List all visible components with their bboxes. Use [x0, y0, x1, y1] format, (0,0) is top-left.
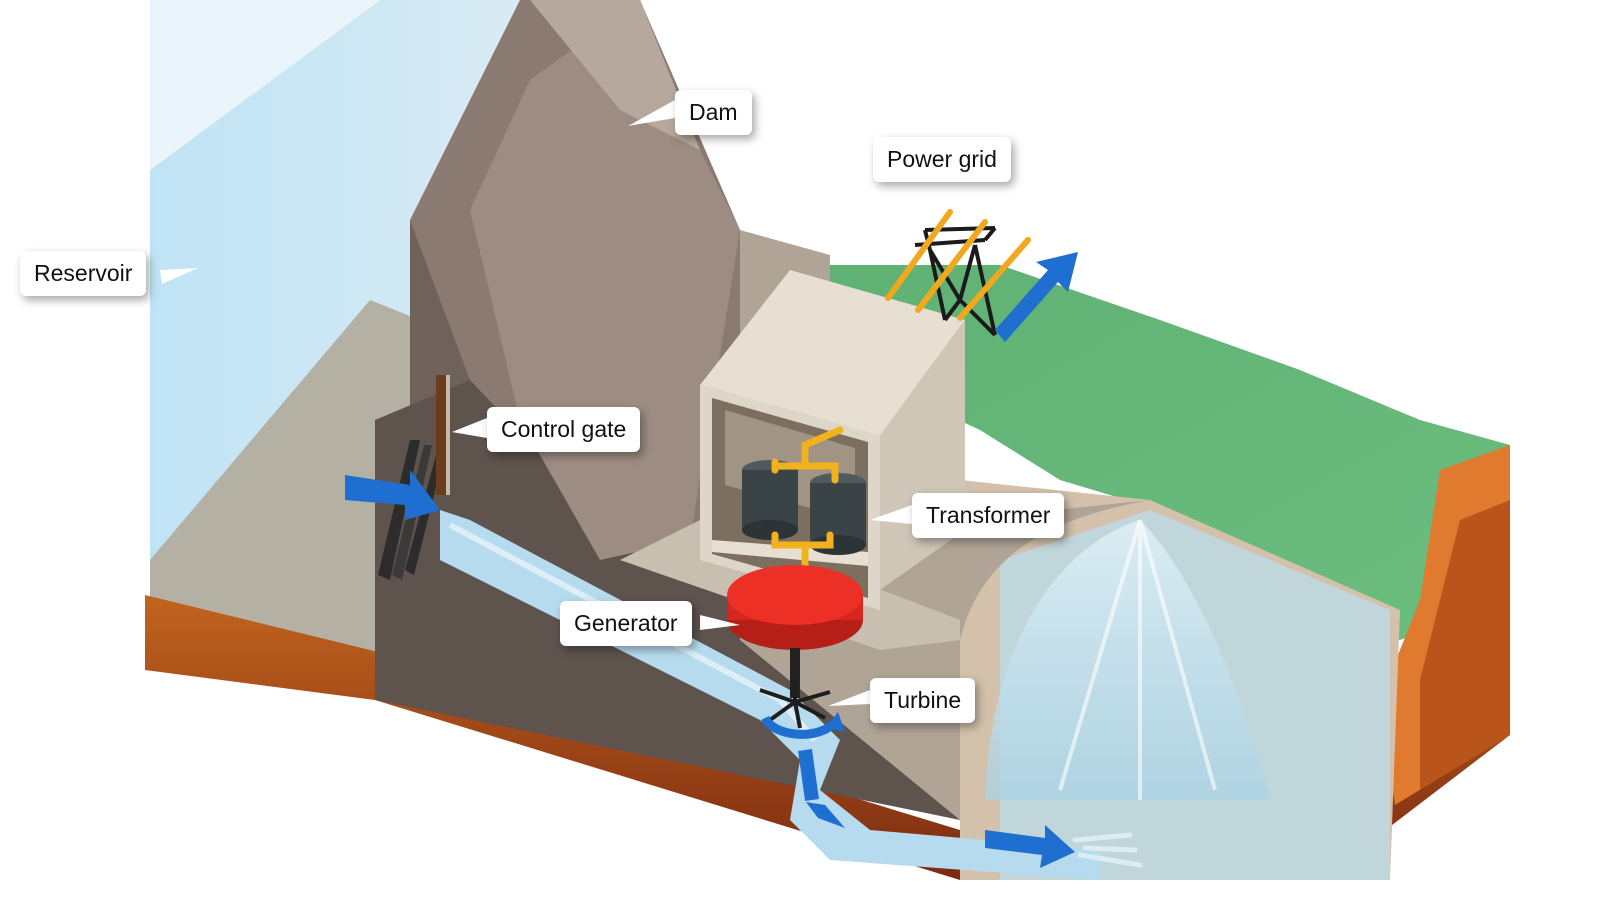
transformer-coil-right	[810, 483, 866, 545]
transformer-coil-right-bottom	[810, 535, 866, 555]
outflow-down-arrow	[798, 749, 819, 801]
power-lines	[885, 209, 1031, 321]
reservoir-label: Reservoir	[20, 251, 147, 296]
turbine-runner	[759, 680, 831, 729]
powerhouse-top	[700, 270, 965, 435]
turbine-rotation-arrowhead	[826, 712, 845, 732]
cliff-shadow	[1420, 500, 1510, 790]
control-gate-rack	[378, 440, 420, 580]
powerhouse-floor	[712, 540, 868, 566]
control-gate-rack-3	[405, 455, 444, 575]
control-gate-slot	[436, 375, 446, 495]
reservoir-pointer	[160, 268, 198, 284]
transformer-wiring	[771, 426, 844, 584]
grass-hill	[830, 265, 1510, 640]
dam-pointer	[628, 100, 675, 126]
intake-flow-arrow	[345, 470, 440, 520]
outflow-down-arrowhead	[806, 802, 845, 828]
control-gate-slot-edge	[446, 375, 450, 495]
spillway-streak	[1058, 519, 1217, 800]
power-grid-label: Power grid	[873, 137, 1011, 182]
power-grid-pointer	[935, 175, 952, 208]
power-output-arrow	[995, 252, 1078, 342]
generator-pointer	[700, 615, 740, 630]
transformer-pointer	[870, 505, 912, 524]
control-gate-label: Control gate	[487, 407, 641, 452]
outflow-splash	[1072, 832, 1143, 868]
reservoir-sky-haze	[150, 0, 380, 170]
turbine-shaft	[790, 648, 800, 698]
transformer-label: Transformer	[912, 493, 1065, 538]
control-gate-pointer	[452, 418, 487, 438]
turbine-label: Turbine	[870, 678, 976, 723]
generator-label: Generator	[560, 601, 692, 646]
penstock-channel-highlight	[448, 522, 818, 742]
dam-label: Dam	[675, 90, 752, 135]
transformer-coil-left-bottom	[742, 520, 798, 540]
outflow-right-arrow	[985, 825, 1075, 868]
generator-top	[727, 565, 863, 625]
turbine-pointer	[828, 690, 870, 706]
ground-block-left	[150, 300, 420, 700]
